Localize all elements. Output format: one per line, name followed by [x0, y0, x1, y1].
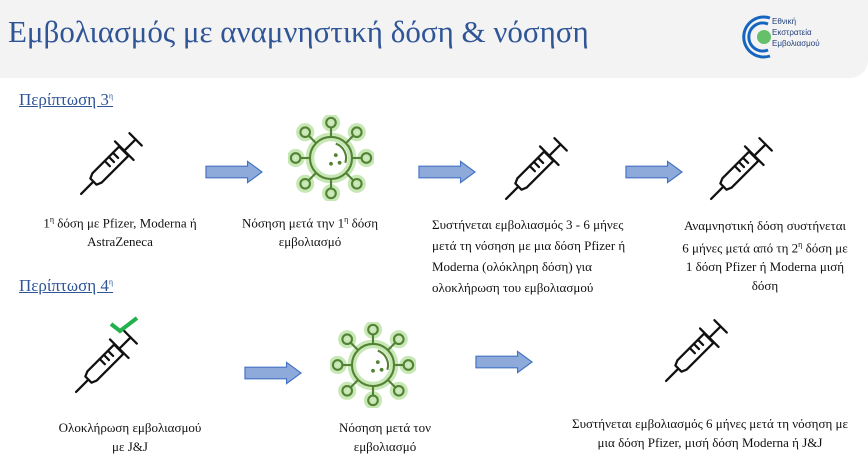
syringe-icon [708, 130, 780, 202]
text: μια δόση Pfizer, μισή δόση Moderna ή J&J [597, 435, 823, 450]
arrow-right-icon [625, 160, 683, 184]
text: 1 δόση Pfizer ή Moderna μισή [685, 259, 845, 275]
logo-text: Εθνική Εκστρατεία Εμβολιασμού [772, 16, 820, 49]
syringe-icon [73, 323, 145, 395]
arrow-right-icon [244, 361, 302, 385]
text: AstraZeneca [87, 234, 153, 250]
logo-line-1: Εθνική [772, 17, 797, 26]
logo-line-2: Εκστρατεία [772, 28, 812, 37]
checkmark-icon [109, 316, 139, 334]
text: 1 [43, 215, 50, 231]
sup: η [49, 215, 55, 224]
virus-icon [330, 322, 416, 408]
text: Ολοκλήρωση εμβολιασμού [58, 420, 202, 435]
sup: η [798, 240, 803, 249]
text: με J&J [112, 439, 148, 454]
case4-step1-text: Ολοκλήρωση εμβολιασμού με J&J [40, 418, 220, 456]
case4-step3-text: Συστήνεται εμβολιασμός 6 μήνες μετά τη ν… [555, 414, 865, 452]
text: εμβολιασμό [278, 234, 342, 250]
arrow-right-icon [475, 350, 533, 374]
text: ολοκλήρωση του εμβολιασμού [432, 280, 594, 295]
case3-heading-text: Περίπτωση 3 [19, 90, 109, 109]
text: δόση με Pfizer, Moderna ή [54, 215, 197, 231]
arrow-right-icon [205, 160, 263, 184]
campaign-logo-icon [742, 15, 771, 59]
text: Νόσηση μετά τον [338, 420, 432, 435]
text: δόση [751, 278, 779, 294]
header-bar [0, 0, 868, 78]
text: Συστήνεται εμβολιασμός 6 μήνες μετά τη ν… [572, 416, 848, 431]
syringe-icon [78, 125, 150, 197]
case3-heading-sup: η [108, 91, 114, 101]
case4-heading: Περίπτωση 4η [19, 276, 113, 296]
syringe-icon [503, 130, 575, 202]
virus-icon [288, 115, 374, 201]
text: δόση με [802, 240, 848, 256]
case3-heading: Περίπτωση 3η [19, 90, 113, 110]
sup: η [344, 215, 349, 224]
logo-line-3: Εμβολιασμού [772, 39, 820, 48]
text: εμβολιασμό [353, 439, 417, 454]
arrow-right-icon [418, 160, 476, 184]
text: Αναμνηστική δόση συστήνεται [683, 218, 847, 233]
text: Moderna (ολόκληρη δόση) για [432, 259, 592, 274]
text: δόση [348, 215, 378, 231]
case3-step4-text: Αναμνηστική δόση συστήνεται 6 μήνες μετά… [660, 216, 868, 295]
page-title: Εμβολιασμός με αναμνηστική δόση & νόσηση [8, 14, 589, 49]
case4-step2-text: Νόσηση μετά τον εμβολιασμό [305, 418, 465, 456]
syringe-icon [663, 312, 735, 384]
case3-step2-text: Νόσηση μετά την 1η δόση εμβολιασμό [230, 210, 390, 251]
case3-step1-text: 1η δόση με Pfizer, Moderna ή AstraZeneca [30, 210, 210, 251]
text: 6 μήνες μετά από τη 2 [682, 240, 799, 256]
text: Νόσηση μετά την 1 [242, 215, 345, 231]
case4-heading-text: Περίπτωση 4 [19, 276, 109, 295]
case3-step3-text: Συστήνεται εμβολιασμός 3 - 6 μήνες μετά … [432, 214, 662, 298]
text: μετά τη νόσηση με μια δόση Pfizer ή [432, 238, 626, 253]
case4-heading-sup: η [108, 277, 114, 287]
text: Συστήνεται εμβολιασμός 3 - 6 μήνες [432, 217, 624, 232]
